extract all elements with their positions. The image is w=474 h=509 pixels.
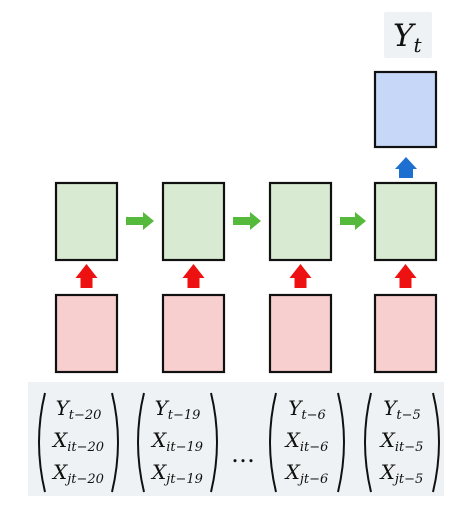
vector-entry: Xit−6 xyxy=(284,428,329,455)
vector-entry: Yt−20 xyxy=(56,396,102,423)
output-label-bg xyxy=(384,12,432,58)
hidden-state-box xyxy=(373,181,438,262)
entry-sub: jt−19 xyxy=(163,472,203,487)
entry-sub: it−19 xyxy=(166,440,203,455)
vector-entry: Yt−19 xyxy=(155,396,201,423)
arrow-input-to-hidden xyxy=(75,264,98,288)
input-arrows xyxy=(75,264,417,288)
input-box xyxy=(161,293,226,374)
entry-main: X xyxy=(150,428,167,452)
entry-main: X xyxy=(379,460,396,484)
input-box xyxy=(268,293,333,374)
recurrent-arrows xyxy=(126,212,366,230)
entry-sub: t−19 xyxy=(168,408,201,423)
vector-entry: Xjt−5 xyxy=(379,460,424,487)
vector-entry: Xit−19 xyxy=(150,428,203,455)
arrow-input-to-hidden xyxy=(394,264,417,288)
entry-sub: jt−20 xyxy=(64,472,104,487)
vector-entry: Xjt−20 xyxy=(51,460,104,487)
hidden-state-box xyxy=(161,181,226,262)
entry-main: X xyxy=(51,428,68,452)
vector-entry: Xjt−19 xyxy=(150,460,203,487)
entry-main: Y xyxy=(288,396,303,420)
entry-sub: t−5 xyxy=(396,408,420,423)
entry-sub: t−6 xyxy=(301,408,325,423)
entry-main: X xyxy=(51,460,68,484)
input-vectors: Yt−20Xit−20Xjt−20Yt−19Xit−19Xjt−19Yt−6Xi… xyxy=(38,392,440,493)
input-row xyxy=(54,293,438,374)
output-label: Yt xyxy=(393,18,422,57)
left-paren xyxy=(269,392,277,493)
entry-sub: it−5 xyxy=(395,440,424,455)
vector-entry: Xit−20 xyxy=(51,428,104,455)
ellipsis: … xyxy=(231,440,255,468)
hidden-state-box xyxy=(268,181,333,262)
entry-sub: it−6 xyxy=(300,440,329,455)
output-label-sub: t xyxy=(413,33,422,57)
entry-sub: jt−5 xyxy=(392,472,423,487)
arrow-hidden-to-hidden xyxy=(340,212,366,230)
vector-entry: Xjt−6 xyxy=(284,460,329,487)
arrow-hidden-to-output xyxy=(395,157,417,178)
entry-main: Y xyxy=(383,396,398,420)
arrow-input-to-hidden xyxy=(289,264,312,288)
vector-entry: Yt−6 xyxy=(288,396,326,423)
input-vectors-panel xyxy=(28,382,444,496)
vector-entry: Xit−5 xyxy=(379,428,424,455)
arrow-hidden-to-hidden xyxy=(233,212,261,230)
left-paren xyxy=(38,392,46,493)
entry-main: Y xyxy=(56,396,71,420)
vector-entry: Yt−5 xyxy=(383,396,421,423)
hidden-row xyxy=(54,181,438,262)
right-paren xyxy=(210,392,218,493)
entry-main: X xyxy=(284,428,301,452)
hidden-state-box xyxy=(54,181,119,262)
output-box xyxy=(373,70,438,149)
entry-sub: it−20 xyxy=(67,440,104,455)
entry-sub: t−20 xyxy=(69,408,102,423)
entry-main: X xyxy=(379,428,396,452)
left-paren xyxy=(137,392,145,493)
output-label-main: Y xyxy=(393,18,416,54)
arrow-hidden-to-hidden xyxy=(126,212,154,230)
entry-sub: jt−6 xyxy=(297,472,328,487)
left-paren xyxy=(364,392,372,493)
right-paren xyxy=(432,392,440,493)
right-paren xyxy=(111,392,119,493)
entry-main: X xyxy=(150,460,167,484)
input-box xyxy=(54,293,119,374)
arrow-input-to-hidden xyxy=(182,264,205,288)
entry-main: Y xyxy=(155,396,170,420)
entry-main: X xyxy=(284,460,301,484)
right-paren xyxy=(337,392,345,493)
input-box xyxy=(373,293,438,374)
